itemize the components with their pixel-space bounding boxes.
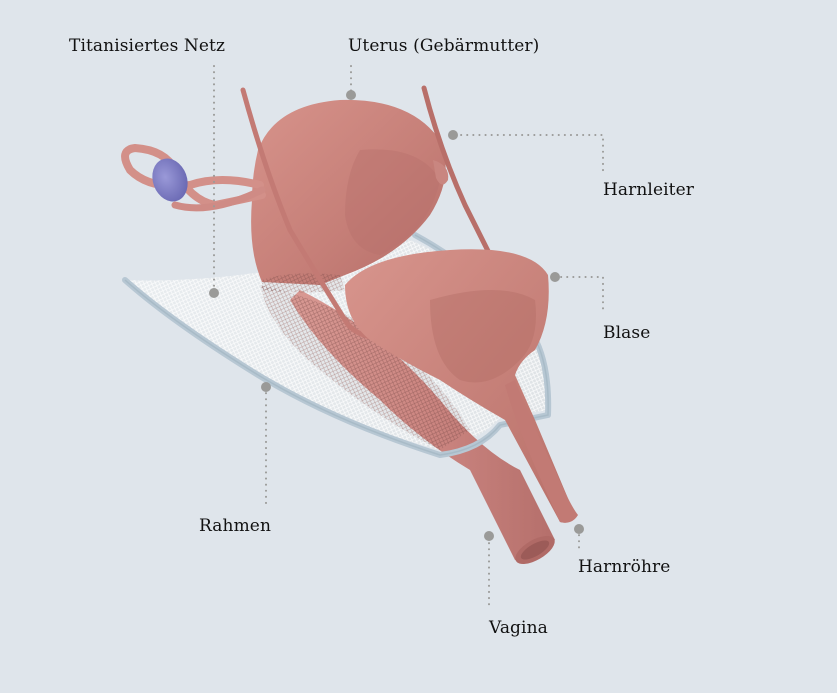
label-rahmen: Rahmen xyxy=(199,516,272,536)
label-uterus: Uterus (Gebärmutter) xyxy=(348,36,540,56)
label-harnleiter: Harnleiter xyxy=(603,180,694,200)
urethra-shape xyxy=(505,380,578,523)
label-vagina: Vagina xyxy=(489,618,548,638)
ovary xyxy=(152,158,188,202)
label-titanisiertes-netz: Titanisiertes Netz xyxy=(69,36,226,56)
label-blase: Blase xyxy=(603,323,651,343)
ureter-left xyxy=(240,87,403,343)
ureter-right xyxy=(421,85,493,258)
uterus-shape xyxy=(251,99,446,285)
bladder-shape xyxy=(345,249,575,523)
label-harnroehre: Harnröhre xyxy=(578,557,671,577)
